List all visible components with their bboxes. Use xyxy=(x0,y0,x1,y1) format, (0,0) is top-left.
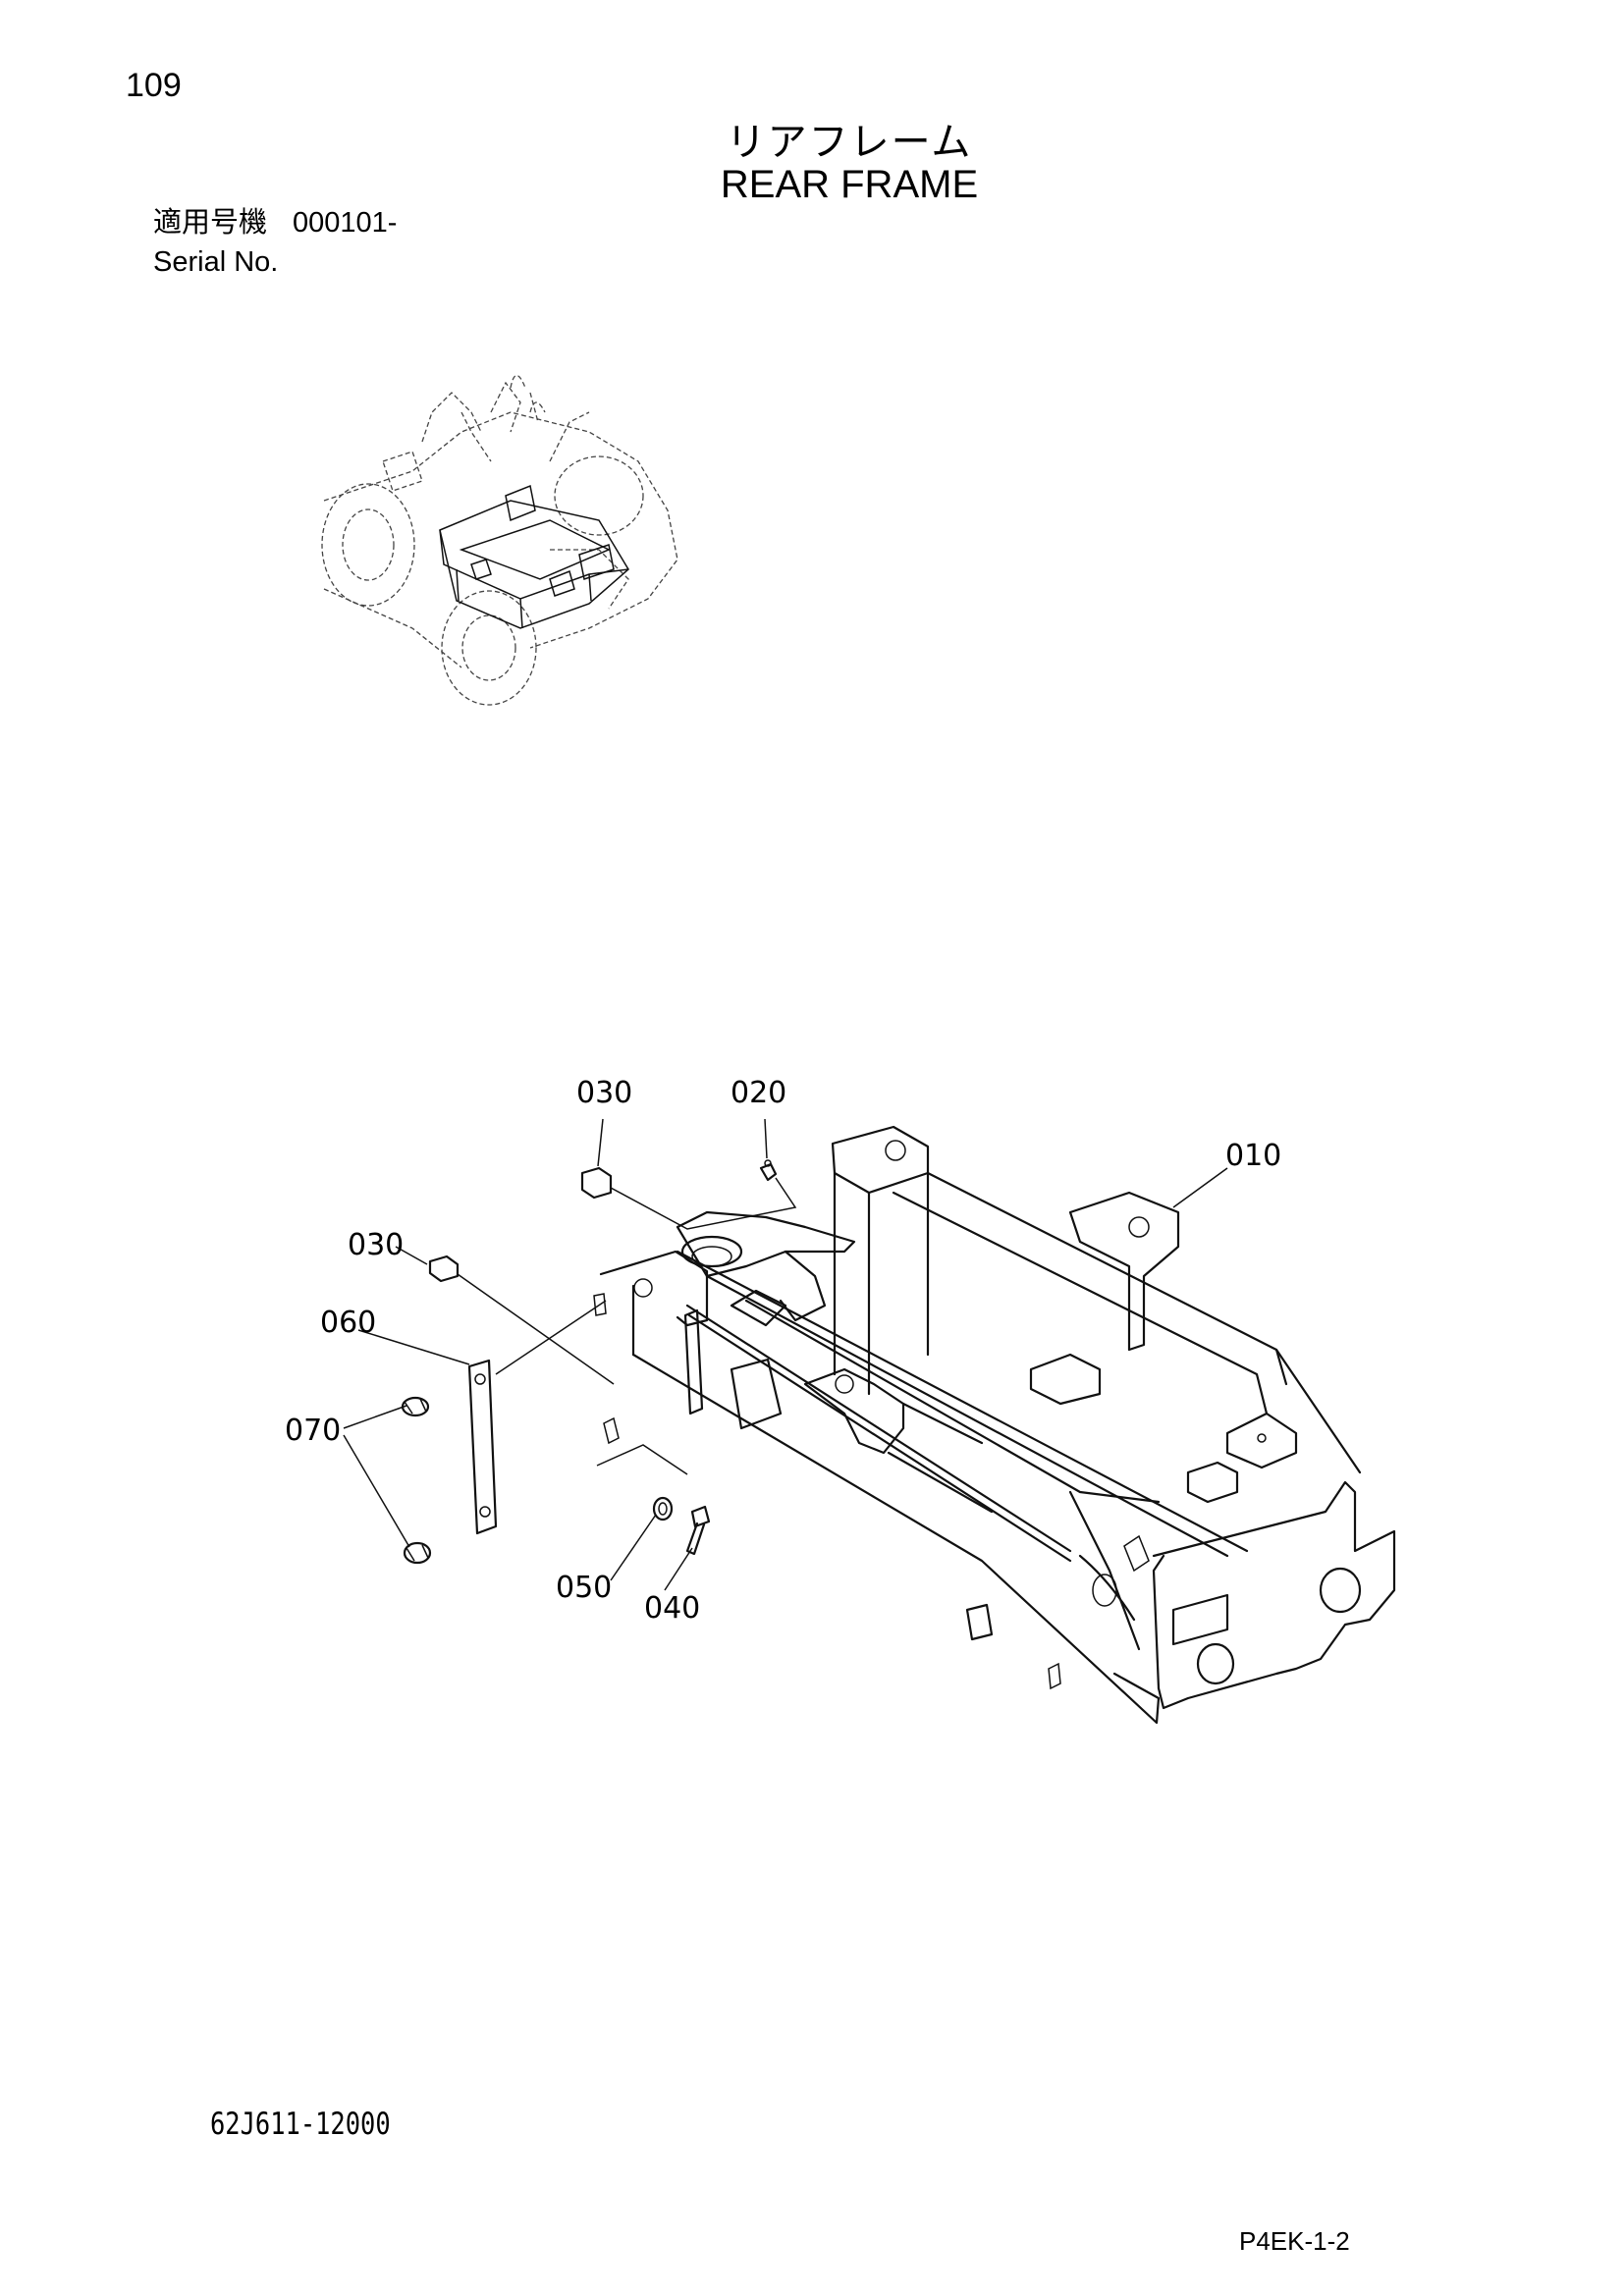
page-number: 109 xyxy=(126,67,182,104)
serial-value: 000101- xyxy=(293,207,398,239)
leader-lines xyxy=(343,1118,1228,1591)
serial-block: 適用号機 000101- Serial No. xyxy=(153,202,397,282)
serial-row: 適用号機 000101- xyxy=(153,202,397,242)
rear-frame-drawing xyxy=(593,1125,1396,1725)
callout-060: 060 xyxy=(320,1306,376,1340)
callout-030-top: 030 xyxy=(576,1076,632,1110)
serial-label-en: Serial No. xyxy=(153,246,279,278)
callout-010: 010 xyxy=(1225,1139,1281,1173)
title-japanese: リアフレーム xyxy=(726,120,973,165)
drawing-number: 62J611-12000 xyxy=(210,2107,391,2142)
callout-070: 070 xyxy=(285,1414,341,1448)
machine-overview-thumbnail xyxy=(321,374,678,706)
callout-020: 020 xyxy=(731,1076,786,1110)
serial-label-jp: 適用号機 xyxy=(153,205,268,239)
callout-labels: 030 020 010 030 060 070 050 040 xyxy=(285,1076,1281,1626)
title-english: REAR FRAME xyxy=(720,163,979,206)
page-code: P4EK-1-2 xyxy=(1239,2226,1350,2256)
callout-030-left: 030 xyxy=(348,1228,404,1262)
callout-040: 040 xyxy=(644,1591,700,1626)
callout-050: 050 xyxy=(556,1571,612,1605)
